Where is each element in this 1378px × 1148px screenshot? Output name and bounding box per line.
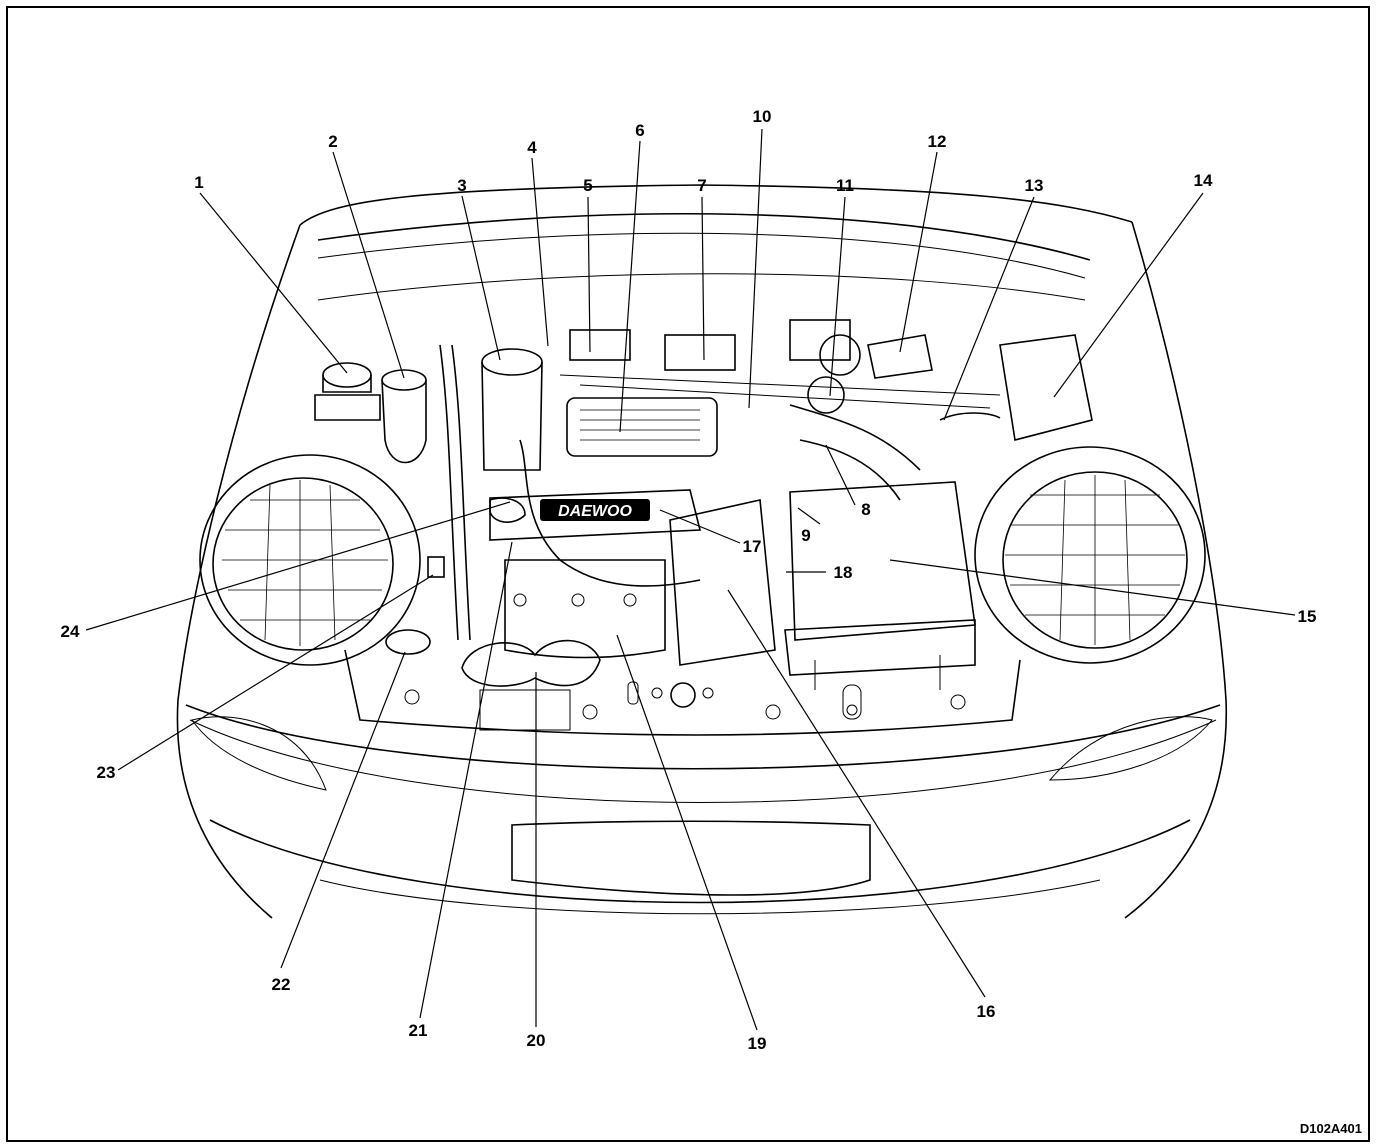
callout-17: 17	[743, 537, 762, 556]
callout-4: 4	[527, 138, 537, 157]
callout-7: 7	[697, 176, 706, 195]
callout-20: 20	[527, 1031, 546, 1050]
callout-22: 22	[272, 975, 291, 994]
headlight-right	[974, 446, 1206, 664]
callout-18: 18	[834, 563, 853, 582]
diagram-frame	[6, 6, 1370, 1142]
figure-code: D102A401	[1300, 1121, 1362, 1136]
headlight-left	[199, 454, 421, 666]
callout-1: 1	[194, 173, 203, 192]
callout-15: 15	[1298, 607, 1317, 626]
hood-line	[299, 184, 1133, 301]
callout-9: 9	[801, 526, 810, 545]
callout-3: 3	[457, 176, 466, 195]
callout-11: 11	[836, 176, 854, 195]
callout-16: 16	[977, 1002, 996, 1021]
callout-19: 19	[748, 1034, 767, 1053]
callout-8: 8	[861, 500, 870, 519]
callout-10: 10	[753, 107, 772, 126]
callout-labels: 1 2 3 4 5 6 7 8 9 10 11 12 13 14 15 16 1…	[61, 107, 1317, 1053]
callout-21: 21	[409, 1021, 428, 1040]
callout-14: 14	[1194, 171, 1213, 190]
callout-13: 13	[1025, 176, 1044, 195]
callout-2: 2	[328, 132, 337, 151]
callout-12: 12	[928, 132, 947, 151]
callout-5: 5	[583, 176, 592, 195]
engine-components: DAEWOO	[314, 319, 1093, 690]
callout-6: 6	[635, 121, 644, 140]
daewoo-badge: DAEWOO	[558, 503, 632, 520]
car-body	[176, 221, 1228, 919]
callout-23: 23	[97, 763, 116, 782]
leader-lines	[85, 128, 1296, 1031]
callout-24: 24	[61, 622, 80, 641]
